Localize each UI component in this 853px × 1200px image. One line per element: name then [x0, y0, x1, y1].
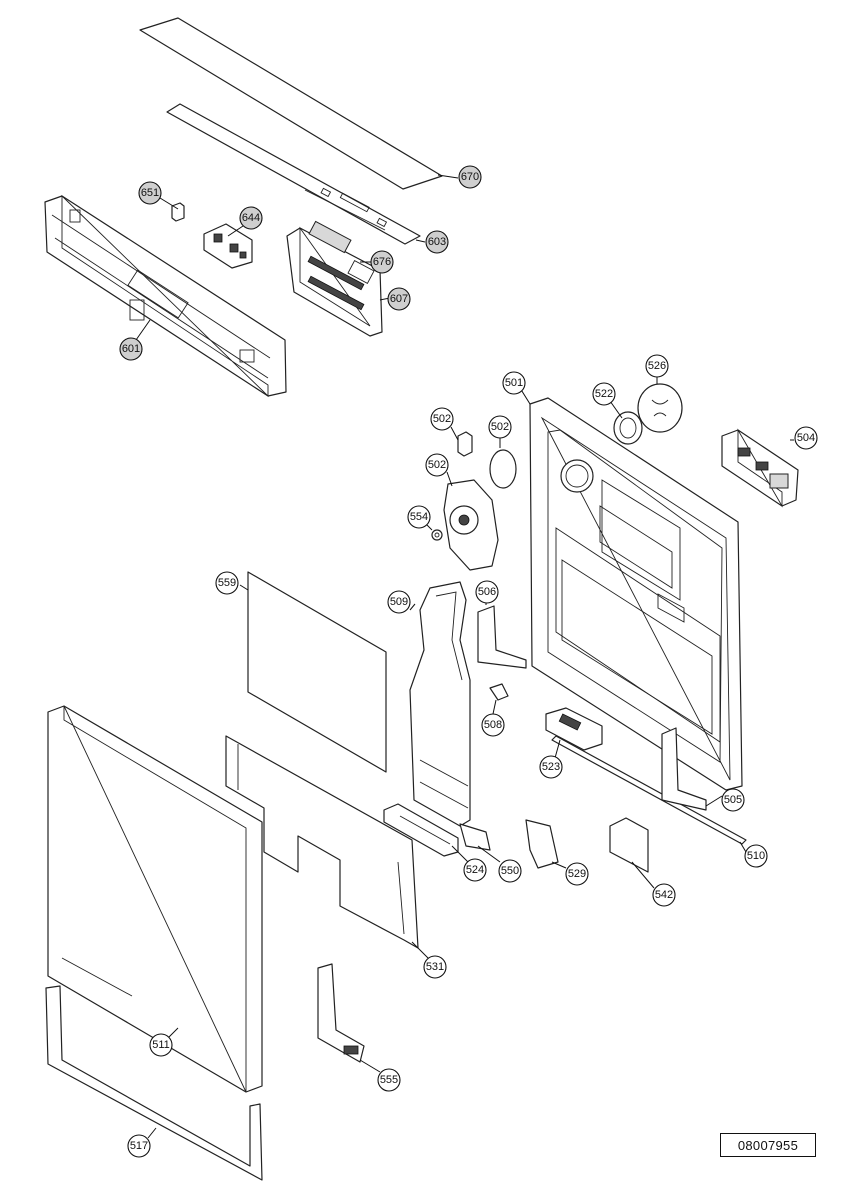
callout-603: 603 — [425, 230, 449, 254]
callout-644: 644 — [239, 206, 263, 230]
callout-label: 517 — [130, 1140, 148, 1152]
callout-510: 510 — [744, 844, 768, 868]
part-601-panel-frame — [44, 194, 287, 398]
part-555-hinge — [317, 963, 365, 1063]
callout-label: 607 — [390, 293, 408, 305]
part-522-ring — [613, 411, 643, 445]
callout-676: 676 — [370, 250, 394, 274]
callout-label: 555 — [380, 1074, 398, 1086]
callout-label: 531 — [426, 961, 444, 973]
callout-label: 670 — [461, 171, 479, 183]
callout-607: 607 — [387, 287, 411, 311]
callout-505: 505 — [721, 788, 745, 812]
part-644-switch-module — [203, 223, 253, 269]
callout-label: 508 — [484, 719, 502, 731]
callout-524: 524 — [463, 858, 487, 882]
part-607-electronic-module — [286, 220, 383, 337]
part-517-bottom-trim — [45, 985, 263, 1181]
callout-label: 542 — [655, 889, 673, 901]
part-508-clip — [489, 683, 509, 701]
callout-label: 502 — [491, 421, 509, 433]
callout-531: 531 — [423, 955, 447, 979]
callout-label: 509 — [390, 596, 408, 608]
callout-522: 522 — [592, 382, 616, 406]
callout-label: 603 — [428, 236, 446, 248]
part-531-insulation-panel — [225, 735, 419, 949]
callout-502-c: 502 — [425, 453, 449, 477]
callout-label: 510 — [747, 850, 765, 862]
drawing-code: 08007955 — [720, 1133, 816, 1157]
callout-506: 506 — [475, 580, 499, 604]
callout-label: 511 — [152, 1039, 170, 1051]
part-509-air-duct — [409, 581, 471, 827]
part-502-fan-motor — [443, 479, 499, 571]
callout-601: 601 — [119, 337, 143, 361]
callout-517: 517 — [127, 1134, 151, 1158]
callout-label: 501 — [505, 377, 523, 389]
callout-511: 511 — [149, 1033, 173, 1057]
part-523-sensor — [545, 707, 603, 751]
part-501-inner-door — [529, 397, 743, 791]
part-506-bracket — [477, 605, 527, 669]
callout-label: 559 — [218, 577, 236, 589]
part-510-rail — [551, 735, 747, 845]
part-603-fascia-strip — [166, 103, 421, 245]
part-511-outer-door — [47, 705, 263, 1093]
part-504-dispenser — [721, 428, 799, 508]
callout-502-a: 502 — [430, 407, 454, 431]
part-554-washer — [431, 529, 443, 541]
callout-label: 504 — [797, 432, 815, 444]
callout-label: 522 — [595, 388, 613, 400]
part-559-insulation — [247, 571, 387, 773]
part-502-small-part — [457, 431, 473, 457]
part-505-hinge-bracket — [661, 727, 707, 811]
callout-label: 526 — [648, 360, 666, 372]
callout-label: 529 — [568, 868, 586, 880]
callout-554: 554 — [407, 505, 431, 529]
callout-label: 550 — [501, 865, 519, 877]
callout-501: 501 — [502, 371, 526, 395]
callout-label: 523 — [542, 761, 560, 773]
callout-550: 550 — [498, 859, 522, 883]
part-670-decor-strip — [139, 17, 443, 190]
part-502-oring — [489, 449, 517, 489]
callout-label: 676 — [373, 256, 391, 268]
callout-label: 554 — [410, 511, 428, 523]
callout-label: 651 — [141, 187, 159, 199]
leader-lines — [135, 174, 794, 1139]
callout-526: 526 — [645, 354, 669, 378]
callout-523: 523 — [539, 755, 563, 779]
callout-508: 508 — [481, 713, 505, 737]
callout-label: 601 — [122, 343, 140, 355]
callout-559: 559 — [215, 571, 239, 595]
callout-502-b: 502 — [488, 415, 512, 439]
part-542-label — [609, 817, 649, 873]
callout-label: 502 — [433, 413, 451, 425]
callout-509: 509 — [387, 590, 411, 614]
callout-670: 670 — [458, 165, 482, 189]
callout-555: 555 — [377, 1068, 401, 1092]
callout-651: 651 — [138, 181, 162, 205]
part-550-cover — [459, 823, 491, 851]
callout-label: 644 — [242, 212, 260, 224]
callout-label: 524 — [466, 864, 484, 876]
callout-label: 506 — [478, 586, 496, 598]
callout-label: 502 — [428, 459, 446, 471]
part-529-clip — [525, 819, 559, 869]
callout-542: 542 — [652, 883, 676, 907]
part-526-cover-disc — [637, 383, 683, 433]
callout-529: 529 — [565, 862, 589, 886]
part-651-clip — [171, 202, 185, 222]
callout-504: 504 — [794, 426, 818, 450]
callout-label: 505 — [724, 794, 742, 806]
